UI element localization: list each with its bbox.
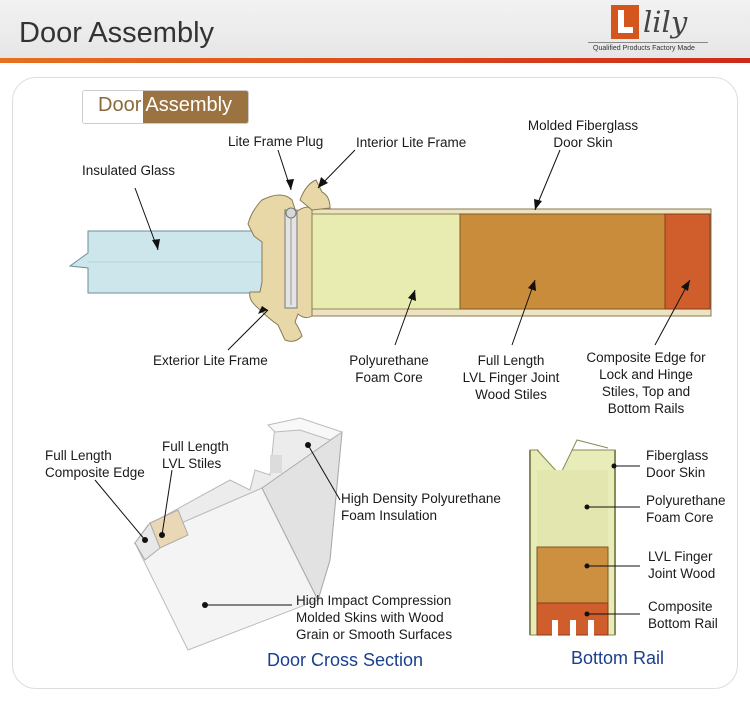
- label-line: Door Skin: [553, 135, 613, 150]
- label-line: Grain or Smooth Surfaces: [296, 627, 453, 642]
- label-line: Composite: [648, 599, 713, 614]
- label-full-length-lvl-stiles: Full Length LVL Stiles: [162, 438, 229, 472]
- bottom-rail-dots: [584, 463, 617, 617]
- top-leader-lines: [134, 149, 691, 351]
- label-line: Full Length: [45, 448, 112, 463]
- label-rail-composite: Composite Bottom Rail: [648, 598, 718, 632]
- label-full-length-composite-edge: Full Length Composite Edge: [45, 447, 145, 481]
- composite-edge-shape: [664, 213, 711, 310]
- label-rail-lvl-wood: LVL Finger Joint Wood: [648, 548, 715, 582]
- top-arrow-heads: [152, 177, 690, 314]
- cross-section-dots: [142, 442, 311, 608]
- bottom-rail-title: Bottom Rail: [571, 648, 665, 668]
- interior-lite-frame-shape: [299, 179, 331, 211]
- cross-section-leader-lines: [94, 444, 341, 606]
- bottom-rail-notch: [537, 420, 608, 475]
- header-bar: Door Assembly lily Qualified Products Fa…: [0, 0, 750, 58]
- label-lite-frame-plug: Lite Frame Plug: [228, 134, 324, 149]
- badge-left-text: Door: [83, 91, 144, 123]
- label-composite-edge: Composite Edge for Lock and Hinge Stiles…: [580, 349, 712, 417]
- label-line: Fiberglass: [646, 448, 709, 463]
- label-line: Polyurethane: [646, 493, 726, 508]
- label-interior-lite-frame: Interior Lite Frame: [356, 135, 467, 150]
- bottom-rail-lvl: [536, 546, 609, 604]
- badge-right-text: Assembly: [143, 91, 249, 123]
- logo-mark-icon: [611, 5, 639, 39]
- label-insulated-glass: Insulated Glass: [82, 163, 176, 178]
- label-rail-foam-core: Polyurethane Foam Core: [646, 492, 726, 526]
- label-rail-fiberglass-skin: Fiberglass Door Skin: [646, 447, 708, 481]
- label-line: Molded Fiberglass: [527, 118, 639, 133]
- label-line: Stiles, Top and: [601, 384, 691, 399]
- label-line: Bottom Rails: [607, 401, 685, 416]
- label-molded-fiberglass-skin: Molded Fiberglass Door Skin: [520, 117, 646, 151]
- cross-section-side-face: [261, 430, 343, 602]
- label-foam-core: Polyurethane Foam Core: [340, 352, 438, 386]
- label-line: Joint Wood: [648, 566, 716, 581]
- label-line: Full Length: [162, 439, 229, 454]
- logo-wordmark: lily: [643, 5, 688, 39]
- label-line: Foam Core: [646, 510, 714, 525]
- label-line: Full Length: [477, 353, 545, 368]
- label-line: Door Skin: [646, 465, 706, 480]
- cross-section-title: Door Cross Section: [267, 650, 424, 670]
- label-line: Bottom Rail: [648, 616, 718, 631]
- page-title: Door Assembly: [19, 17, 215, 49]
- logo-divider: [588, 42, 708, 43]
- label-exterior-lite-frame: Exterior Lite Frame: [153, 353, 268, 368]
- accent-bar: [0, 58, 750, 63]
- label-lvl-stiles: Full Length LVL Finger Joint Wood Stiles: [455, 352, 567, 403]
- label-line: Foam Core: [355, 370, 423, 385]
- label-line: Composite Edge for: [586, 350, 706, 365]
- bottom-rail-leader-lines: [587, 465, 640, 615]
- label-line: Wood Stiles: [475, 387, 547, 402]
- label-line: LVL Stiles: [162, 456, 222, 471]
- label-foam-insulation: High Density Polyurethane Foam Insulatio…: [341, 490, 501, 524]
- label-molded-skins: High Impact Compression Molded Skins wit…: [296, 592, 452, 643]
- lvl-stile-shape: [459, 213, 666, 310]
- foam-core-shape: [311, 213, 461, 310]
- label-line: Molded Skins with Wood: [296, 610, 444, 625]
- label-line: Lock and Hinge: [599, 367, 693, 382]
- label-line: Polyurethane: [349, 353, 429, 368]
- label-line: Foam Insulation: [341, 508, 438, 523]
- section-badge: Door Assembly: [82, 90, 250, 124]
- label-line: LVL Finger Joint: [462, 370, 560, 385]
- bottom-rail-foam: [537, 470, 608, 547]
- label-line: Composite Edge: [45, 465, 145, 480]
- diagram-panel: [12, 77, 738, 689]
- label-line: High Density Polyurethane: [341, 491, 501, 506]
- logo-tagline: Qualified Products Factory Made: [593, 45, 695, 52]
- label-line: High Impact Compression: [296, 593, 452, 608]
- label-line: LVL Finger: [648, 549, 713, 564]
